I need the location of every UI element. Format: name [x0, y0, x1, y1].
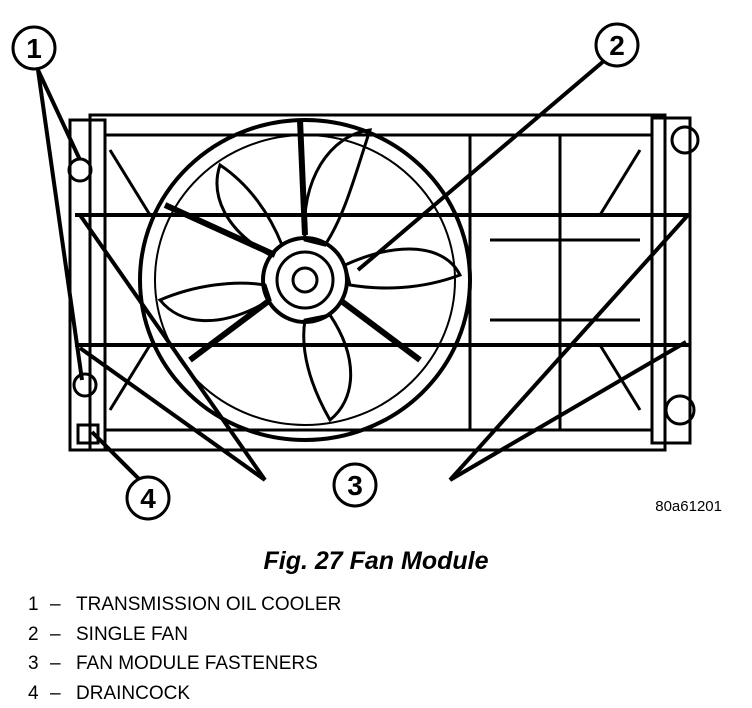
svg-text:4: 4: [140, 483, 156, 514]
legend-number: 2: [28, 620, 50, 650]
figure-id-label: 80a61201: [655, 498, 722, 515]
svg-text:2: 2: [609, 30, 625, 61]
legend-item: 4–DRAINCOCK: [28, 679, 341, 708]
legend-number: 4: [28, 679, 50, 708]
legend-item: 1–TRANSMISSION OIL COOLER: [28, 590, 341, 620]
fan-assembly: [140, 120, 470, 440]
legend-item: 2–SINGLE FAN: [28, 620, 341, 650]
leader-lines: [38, 60, 688, 480]
svg-text:1: 1: [26, 33, 42, 64]
legend-text: FAN MODULE FASTENERS: [76, 653, 318, 674]
callout-1: 1: [13, 27, 55, 69]
figure-caption: Fig. 27 Fan Module: [0, 547, 752, 576]
legend-item: 3–FAN MODULE FASTENERS: [28, 649, 341, 679]
legend-text: DRAINCOCK: [76, 683, 190, 704]
legend-separator: –: [50, 590, 76, 620]
svg-text:3: 3: [347, 470, 363, 501]
legend-text: TRANSMISSION OIL COOLER: [76, 594, 341, 615]
legend-number: 1: [28, 590, 50, 620]
legend-separator: –: [50, 649, 76, 679]
callout-2: 2: [596, 24, 638, 66]
radiator: [69, 115, 698, 450]
fan-module-illustration: 1 2 3 4: [0, 0, 752, 540]
legend-list: 1–TRANSMISSION OIL COOLER 2–SINGLE FAN 3…: [28, 590, 341, 708]
legend-text: SINGLE FAN: [76, 624, 188, 645]
legend-separator: –: [50, 620, 76, 650]
callout-3: 3: [334, 464, 376, 506]
legend-separator: –: [50, 679, 76, 708]
legend-number: 3: [28, 649, 50, 679]
callout-4: 4: [127, 477, 169, 519]
